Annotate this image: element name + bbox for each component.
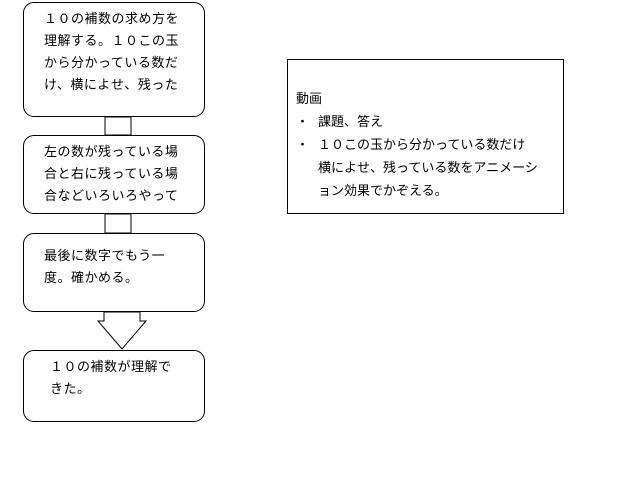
connector-1-2 [104, 116, 132, 136]
flow-step-3: 最後に数字でもう一 度。確かめる。 [23, 233, 205, 312]
video-item-text: １０この玉から分かっている数だけ [318, 138, 526, 153]
video-item-2: ・ １０この玉から分かっている数だけ 横によせ、残っている数をアニメーシ ョン効果… [296, 134, 563, 203]
flow-step-text: きた。 [50, 382, 91, 397]
bullet-icon: ・ [296, 138, 310, 153]
bullet-icon: ・ [296, 115, 310, 130]
connector-2-3 [104, 213, 132, 234]
flow-step-text: 理解する。１０この玉 [44, 34, 180, 49]
flow-step-4: １０の補数が理解で きた。 [23, 350, 205, 422]
flow-step-1: １０の補数の求め方を 理解する。１０この玉 から分かっている数だ け、横によせ、… [23, 2, 205, 117]
down-arrow-icon [96, 311, 148, 350]
flow-step-text: １０の補数の求め方を [44, 12, 180, 27]
flow-step-text: 左の数が残っている場 [44, 145, 179, 160]
video-panel: 動画 ・課題、答え ・ １０この玉から分かっている数だけ 横によせ、残っている数を… [287, 59, 564, 214]
video-panel-title: 動画 [296, 92, 323, 107]
flow-step-text: 最後に数字でもう一 [44, 249, 166, 264]
flow-step-text: から分かっている数だ [44, 56, 179, 71]
flow-step-text: け、横によせ、残った [44, 78, 179, 93]
flow-step-text: １０の補数が理解で [50, 360, 172, 375]
video-item-text: ョン効果でかぞえる。 [318, 184, 448, 199]
flow-step-text: 度。確かめる。 [44, 271, 139, 286]
video-item-text: 課題、答え [318, 115, 384, 130]
video-item-1: ・課題、答え [296, 111, 563, 134]
flow-step-2: 左の数が残っている場 合と右に残っている場 合などいろいろやって [23, 135, 205, 214]
flow-step-text: 合と右に残っている場 [44, 167, 179, 182]
flow-step-text: 合などいろいろやって [44, 189, 179, 204]
video-item-text: 横によせ、残っている数をアニメーシ [318, 161, 538, 176]
